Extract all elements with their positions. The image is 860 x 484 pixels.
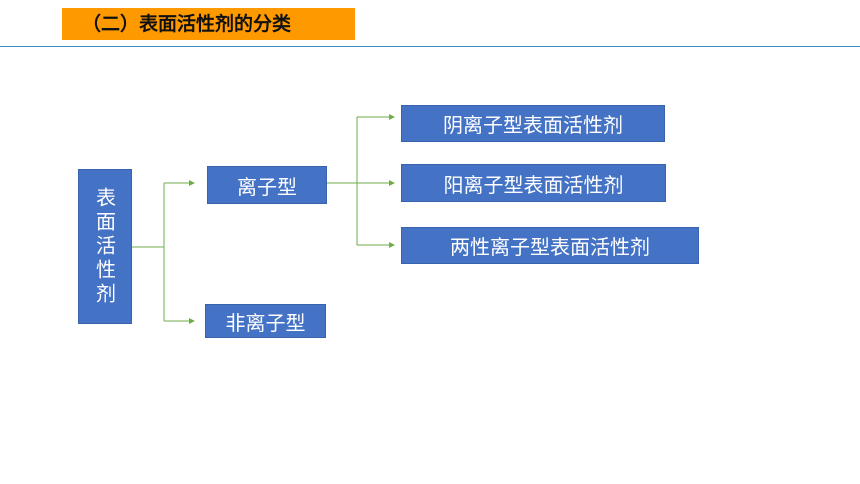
slide-title: （二）表面活性剂的分类 bbox=[62, 8, 355, 40]
header-divider bbox=[0, 46, 860, 47]
root-node: 表面活性剂 bbox=[78, 169, 132, 324]
anionic-node: 阴离子型表面活性剂 bbox=[401, 105, 665, 142]
ionic-node: 离子型 bbox=[207, 166, 327, 204]
cationic-node: 阳离子型表面活性剂 bbox=[401, 164, 666, 202]
amphoteric-node: 两性离子型表面活性剂 bbox=[401, 227, 699, 264]
nonionic-node: 非离子型 bbox=[205, 304, 326, 338]
